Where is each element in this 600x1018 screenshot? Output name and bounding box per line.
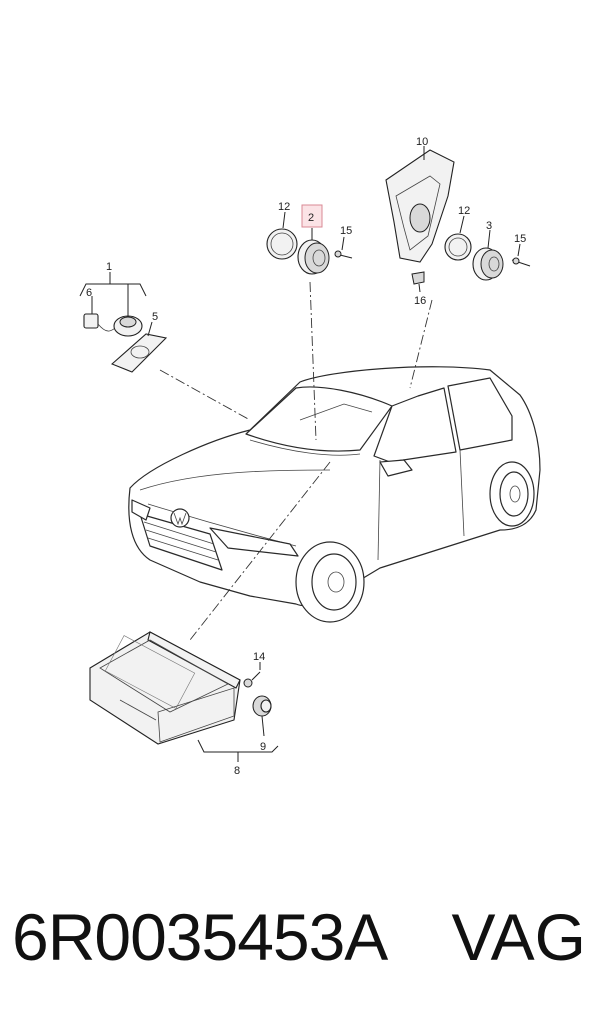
callout-15-right: 15: [514, 233, 526, 245]
group-10-door-trim: [385, 146, 531, 293]
callout-1: 1: [106, 261, 112, 273]
group-8-radio-unit: [89, 631, 279, 762]
callout-10: 10: [416, 136, 428, 148]
callout-8: 8: [234, 765, 240, 777]
car-illustration: [128, 366, 541, 623]
callout-16: 16: [414, 295, 426, 307]
callout-12-right: 12: [458, 205, 470, 217]
callout-6: 6: [86, 287, 92, 299]
leader-lines: [159, 281, 433, 641]
group-1-tweeter-assembly: [79, 272, 168, 373]
brand-label: VAG: [451, 900, 586, 974]
highlight-box: [301, 204, 323, 228]
group-2-speaker: [266, 204, 353, 275]
callout-12-left: 12: [278, 201, 290, 213]
footer: 6R0035453A VAG: [0, 892, 600, 982]
callout-5: 5: [152, 311, 158, 323]
part-number-label: 6R0035453A: [12, 900, 388, 974]
callout-2: 2: [308, 212, 314, 224]
callout-3: 3: [486, 220, 492, 232]
callout-14: 14: [253, 651, 265, 663]
callout-labels: 1 2 3 5 6 8 9 10 12 12 14 15 15 16: [86, 136, 526, 777]
callout-9: 9: [260, 741, 266, 753]
callout-15-left: 15: [340, 225, 352, 237]
